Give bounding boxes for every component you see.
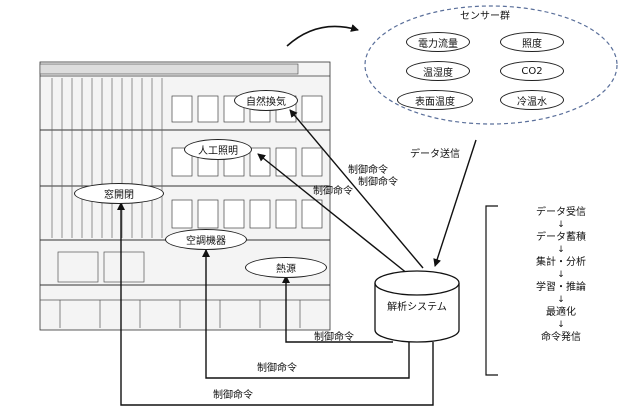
- control-arrow-artificial-lighting: [257, 153, 409, 275]
- down-arrow-icon: ↓: [557, 270, 565, 280]
- down-arrow-icon: ↓: [557, 295, 565, 305]
- control-arrow-natural-ventilation: [289, 109, 424, 269]
- sensor-temp-humidity: 温湿度: [406, 61, 470, 81]
- control-label-1: 制御命令: [348, 165, 388, 176]
- control-label-3: 制御命令: [313, 186, 353, 197]
- control-label-4: 制御命令: [314, 332, 354, 343]
- sensor-hot-cold-water: 冷温水: [500, 90, 564, 110]
- sensor-power-flow: 電力流量: [406, 32, 470, 52]
- control-arrow-hvac: [202, 249, 410, 379]
- process-step: 集計・分析: [536, 257, 586, 268]
- process-step: 最適化: [546, 307, 576, 318]
- data-transfer-arrow: [433, 139, 477, 267]
- down-arrow-icon: ↓: [557, 220, 565, 230]
- data-transfer-label: データ送信: [410, 149, 460, 160]
- device-window: 窓開閉: [74, 183, 164, 204]
- control-label-6: 制御命令: [213, 390, 253, 401]
- sensor-group-title: センサー群: [460, 11, 510, 22]
- device-artificial-lighting: 人工照明: [184, 139, 252, 160]
- process-step: データ受信: [536, 207, 586, 218]
- sensor-group-boundary: [364, 5, 618, 125]
- process-flow-bracket: [485, 205, 498, 376]
- process-flow: データ受信 ↓ データ蓄積 ↓ 集計・分析 ↓ 学習・推論 ↓ 最適化 ↓ 命令…: [486, 206, 636, 345]
- analysis-system-cylinder: [374, 270, 460, 343]
- process-step: データ蓄積: [536, 232, 586, 243]
- process-step: 命令発信: [541, 332, 581, 343]
- sensor-surface-temp: 表面温度: [397, 90, 473, 110]
- control-arrow-window: [117, 202, 434, 406]
- sensor-illuminance: 照度: [500, 32, 564, 52]
- down-arrow-icon: ↓: [557, 245, 565, 255]
- control-arrow-heat-source: [282, 275, 393, 343]
- device-natural-ventilation: 自然換気: [234, 90, 298, 111]
- device-heat-source: 熱源: [245, 257, 327, 278]
- device-hvac: 空調機器: [165, 229, 247, 250]
- analysis-system-label: 解析システム: [387, 302, 447, 313]
- sensor-co2: CO2: [500, 61, 564, 81]
- sensing-arrow: [286, 24, 359, 47]
- control-label-2: 制御命令: [358, 177, 398, 188]
- down-arrow-icon: ↓: [557, 320, 565, 330]
- process-step: 学習・推論: [536, 282, 586, 293]
- control-label-5: 制御命令: [257, 363, 297, 374]
